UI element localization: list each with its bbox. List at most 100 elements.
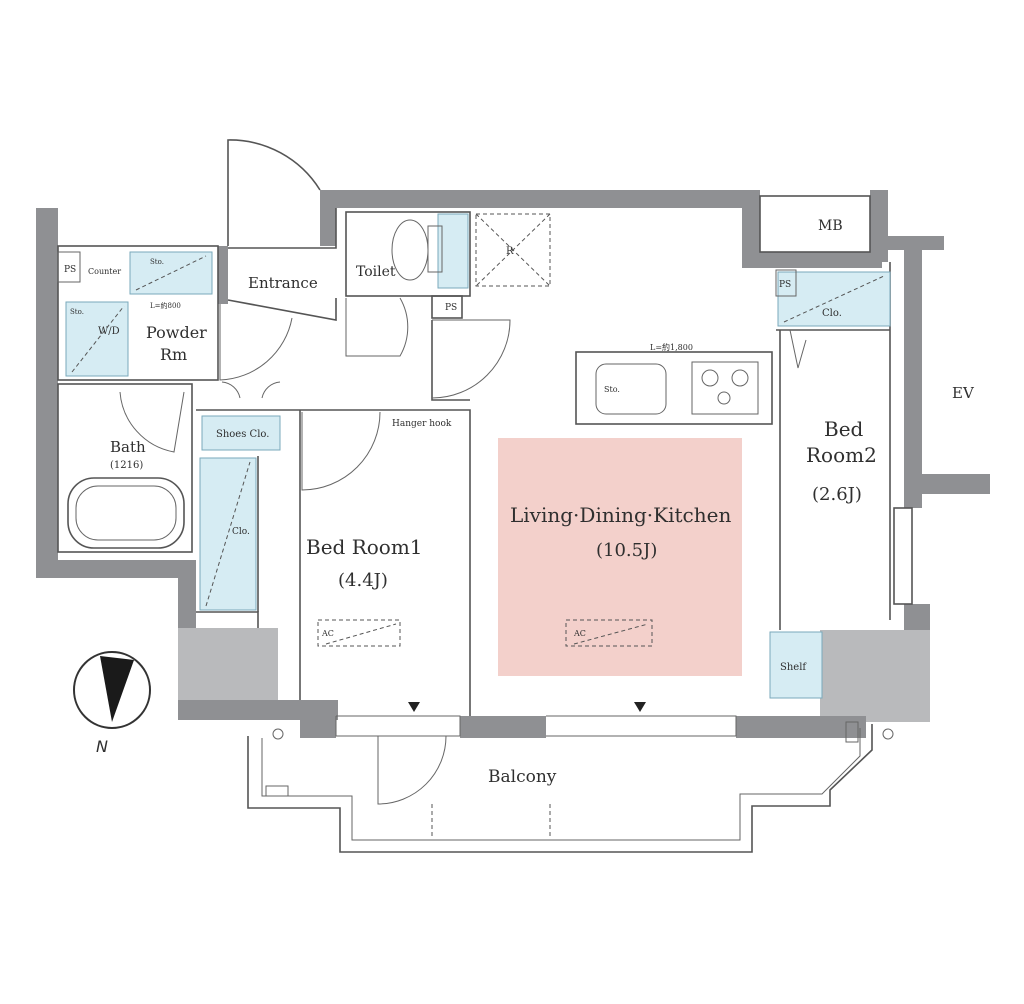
wall-mb-right [870,190,888,262]
ac-bed1-line [325,623,397,645]
drain-left [265,785,289,797]
balcony-label: Balcony [488,767,557,787]
toilet-label: Toilet [356,264,396,280]
bedroom1-size: (4.4J) [338,570,388,591]
bath-outline [57,383,193,553]
closet-door-bed2 [789,329,807,369]
ps-label-toilet: PS [445,303,457,313]
sto-label-counter: Sto. [150,258,164,266]
kitchen-counter [575,351,773,425]
exterior-walls [36,190,990,738]
bedroom2-label-2: Room2 [806,443,877,467]
window-marker-ldk [634,702,646,712]
fixtures [57,195,871,712]
ps-box-toilet [431,295,463,319]
bedroom2-label-1: Bed [824,417,864,441]
window-marker-bed1 [408,702,420,712]
ps-box-powder [57,251,81,283]
bedroom1-door [301,411,381,491]
wall-top [320,190,760,208]
balcony [247,721,894,853]
hall-wall [431,320,470,401]
counter-diagonal [135,255,207,291]
ps-box-bed2 [775,269,797,297]
powder-label-1: Powder [146,323,207,342]
wall-bottom-bed1 [300,716,336,738]
wall-bottom-right [736,716,866,738]
bed2-closet [777,271,891,327]
ac-ldk-line [573,623,649,645]
bath-door [119,391,185,453]
powder-door [219,304,293,381]
bathtub-inner [75,485,177,541]
toilet-bowl [391,219,429,281]
wall-pier-right [820,630,930,722]
closet-bottom-wall [196,611,259,628]
kitchen-sink [595,363,667,415]
shoes-closet-label: Shoes Clo. [216,429,269,440]
stove [691,361,759,415]
powder-room-outline [57,245,219,381]
washer-diagonal [71,305,125,373]
wall-bottom-mid [460,716,546,738]
wall-top-left-stub [320,190,336,246]
bedroom1-walls [300,409,471,716]
drain-right [845,721,859,743]
bath-label: Bath [110,438,146,456]
bed1-sash [335,715,461,737]
hall-door [431,319,511,399]
bathtub [67,477,185,549]
storage-areas [65,213,891,699]
balcony-outline [247,724,873,853]
wd-label: W/D [98,326,120,337]
washer-storage [65,301,129,377]
ldk-highlight [498,438,742,676]
mb-label: MB [818,218,843,234]
north-compass: N [73,651,151,756]
wall-bottom-left [178,700,338,720]
sto-label-kitchen: Sto. [604,385,620,394]
refrigerator-space [475,213,551,287]
powder-label-2: Rm [160,345,187,364]
ac-label-ldk: AC [573,629,586,638]
counter-label: Counter [88,267,121,276]
closet-label-bed2: Clo. [822,308,842,319]
shoes-closet-doors [221,381,281,399]
shelf-storage [769,631,823,699]
refrigerator-label: R [506,246,514,257]
closet-label-bed1: Clo. [232,527,250,537]
wall-mb-bottom [742,252,882,268]
burner-1 [701,369,719,387]
compass-needle [100,656,134,722]
bed1-closet [199,457,257,611]
doors [119,139,807,805]
toilet-door [345,297,409,357]
fridge-x2 [475,213,551,287]
bath-size-label: (1216) [110,460,143,471]
wall-entrance-left [218,246,228,304]
wall-left [36,208,58,578]
ps-label-bed2: PS [779,280,791,290]
bedroom2-size: (2.6J) [812,484,862,505]
wall-ev-bottom [904,474,990,494]
ldk-size: (10.5J) [596,540,657,561]
bedroom1-label: Bed Room1 [306,535,423,559]
ac-unit-ldk [565,619,653,647]
balcony-door [377,735,447,805]
burner-2 [731,369,749,387]
compass-north-label: N [96,737,108,756]
ac-label-bed1: AC [321,629,334,638]
entrance-top-wall [228,208,337,249]
ac-unit-bed1 [317,619,401,647]
interior-walls [57,208,913,737]
burner-3 [717,391,731,405]
wall-ev-top [884,236,944,250]
bed2-closet-diagonal [783,275,885,323]
ev-label: EV [952,384,975,402]
entrance-label: Entrance [248,274,318,292]
mb-box [759,195,871,253]
kitchen-length-label: L=約1,800 [650,342,693,352]
entrance-door [227,139,321,246]
entrance-bottom-wall [227,298,337,321]
